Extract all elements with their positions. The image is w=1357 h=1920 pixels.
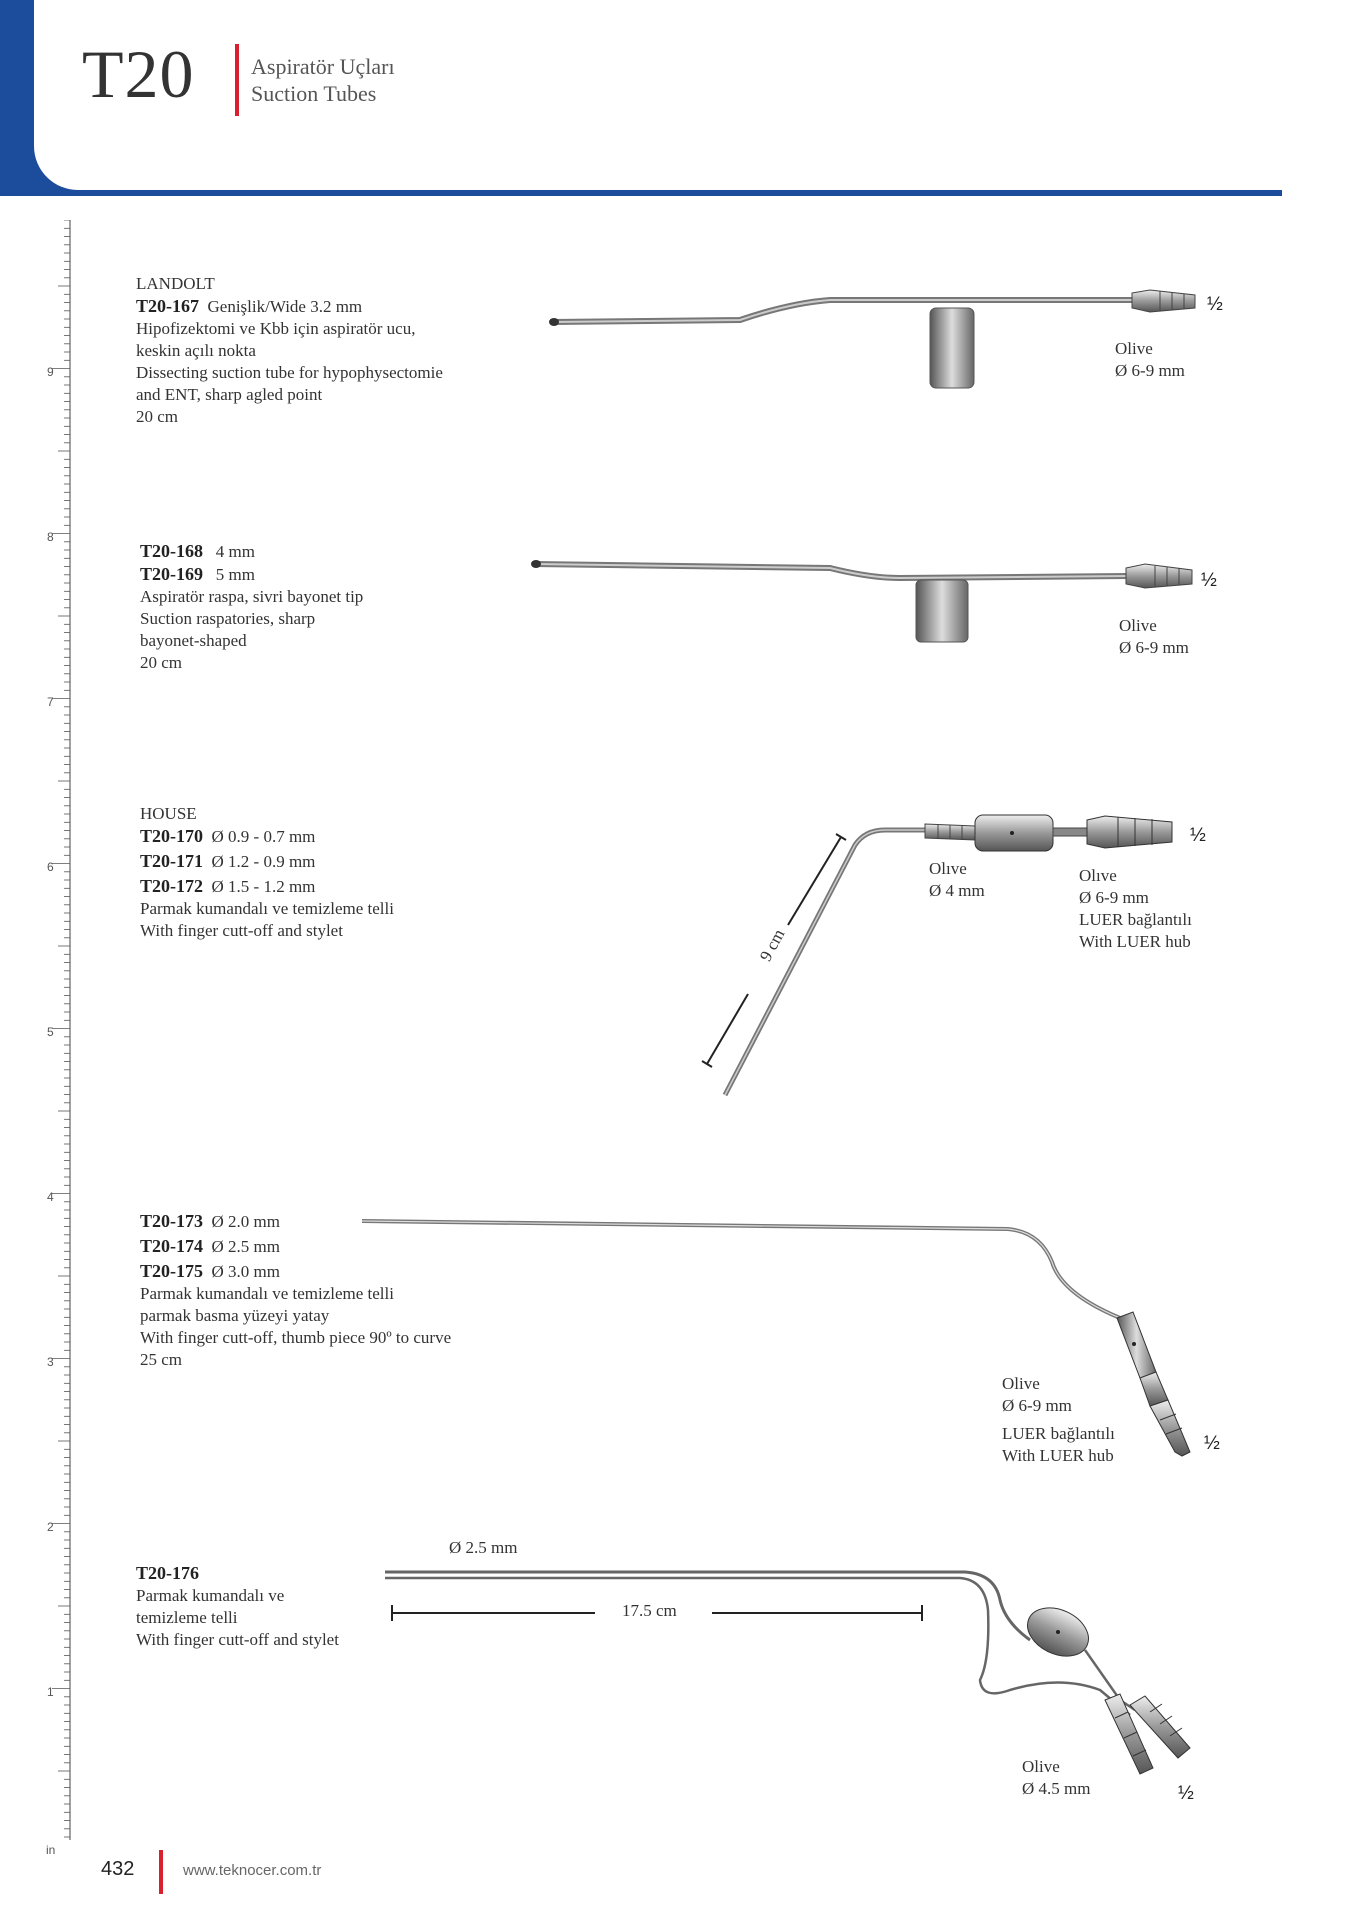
- olive-diameter: Ø 6-9 mm: [1002, 1396, 1072, 1415]
- desc-line: 25 cm: [140, 1350, 183, 1369]
- olive-label: Olıve: [929, 859, 967, 878]
- product-spec: Ø 1.5 - 1.2 mm: [211, 877, 316, 896]
- product-spec: Ø 1.2 - 0.9 mm: [211, 852, 316, 871]
- inch-ruler: [52, 220, 71, 1840]
- olive-diameter: Ø 6-9 mm: [1079, 888, 1149, 907]
- product-spec: Ø 0.9 - 0.7 mm: [211, 827, 316, 846]
- ruler-label: 2: [47, 1520, 54, 1534]
- desc-line: Aspiratör raspa, sivri bayonet tip: [140, 587, 364, 606]
- scale-half: ½: [1201, 570, 1217, 591]
- ruler-label: 7: [47, 695, 54, 709]
- product-code: T20-170: [140, 826, 203, 846]
- footer-divider: [159, 1850, 163, 1894]
- ruler-label: 1: [47, 1685, 54, 1699]
- ruler-label: 9: [47, 365, 54, 379]
- product-spec: Ø 2.5 mm: [211, 1237, 280, 1256]
- product-code: T20-172: [140, 876, 203, 896]
- desc-line: 20 cm: [140, 653, 183, 672]
- desc-line: Parmak kumandalı ve temizleme telli: [140, 899, 394, 918]
- olive-label: Olive: [1022, 1757, 1060, 1776]
- hub-label-tr: LUER bağlantılı: [1079, 910, 1192, 929]
- product-code: T20-167: [136, 296, 199, 316]
- product-spec: Ø 2.0 mm: [211, 1212, 280, 1231]
- product-raspatory-text: T20-168 4 mm T20-169 5 mm Aspiratör rasp…: [140, 540, 363, 674]
- desc-line: Parmak kumandalı ve temizleme telli: [140, 1284, 394, 1303]
- section-code: T20: [82, 36, 195, 112]
- product-code: T20-175: [140, 1261, 203, 1281]
- olive-diameter: Ø 6-9 mm: [1119, 638, 1189, 657]
- olive-label: Olive: [1115, 339, 1153, 358]
- section-title-en: Suction Tubes: [251, 81, 377, 106]
- product-25cm-text: T20-173 Ø 2.0 mm T20-174 Ø 2.5 mm T20-17…: [140, 1210, 451, 1371]
- scale-half: ½: [1204, 1433, 1220, 1454]
- olive-diameter: Ø 6-9 mm: [1115, 361, 1185, 380]
- product-code: T20-174: [140, 1236, 203, 1256]
- series-name: LANDOLT: [136, 274, 215, 293]
- product-code: T20-171: [140, 851, 203, 871]
- website-link[interactable]: www.teknocer.com.tr: [183, 1862, 322, 1879]
- ruler-label: 5: [47, 1025, 54, 1039]
- scale-half: ½: [1190, 825, 1206, 846]
- length-dimension: 17.5 cm: [622, 1601, 677, 1620]
- section-title-tr: Aspiratör Uçları: [251, 54, 395, 79]
- desc-line: With finger cutt-off, thumb piece 90º to…: [140, 1328, 452, 1347]
- product-spec: Ø 3.0 mm: [211, 1262, 280, 1281]
- series-name: HOUSE: [140, 804, 197, 823]
- product-code: T20-168: [140, 541, 203, 561]
- product-spec: 4 mm: [215, 542, 255, 561]
- desc-line: Suction raspatories, sharp: [140, 609, 316, 628]
- product-spec: 5 mm: [215, 565, 255, 584]
- olive-diameter: Ø 4.5 mm: [1022, 1779, 1091, 1798]
- desc-line: Dissecting suction tube for hypophysecto…: [136, 363, 443, 382]
- ruler-label: 4: [47, 1190, 54, 1204]
- desc-line: Hipofizektomi ve Kbb için aspiratör ucu,: [136, 319, 416, 338]
- ruler-unit: in: [46, 1843, 56, 1857]
- desc-line: With finger cutt-off and stylet: [140, 921, 343, 940]
- product-spec: Genişlik/Wide 3.2 mm: [207, 297, 363, 316]
- hub-label-en: With LUER hub: [1002, 1446, 1114, 1465]
- header-panel: [34, 0, 1282, 190]
- olive-label: Olive: [1002, 1374, 1040, 1393]
- olive-label: Olive: [1119, 616, 1157, 635]
- desc-line: parmak basma yüzeyi yatay: [140, 1306, 330, 1325]
- hub-label-en: With LUER hub: [1079, 932, 1191, 951]
- olive-diameter: Ø 4 mm: [929, 881, 985, 900]
- hub-label-tr: LUER bağlantılı: [1002, 1424, 1115, 1443]
- scale-half: ½: [1178, 1783, 1194, 1804]
- ruler-label: 8: [47, 530, 54, 544]
- product-landolt-text: LANDOLT T20-167 Genişlik/Wide 3.2 mm Hip…: [136, 273, 443, 428]
- desc-line: and ENT, sharp agled point: [136, 385, 323, 404]
- olive-label: Olıve: [1079, 866, 1117, 885]
- product-code: T20-173: [140, 1211, 203, 1231]
- product-t20-176-text: T20-176 Parmak kumandalı ve temizleme te…: [136, 1562, 339, 1651]
- product-code: T20-169: [140, 564, 203, 584]
- length-dimension: 9 cm: [755, 925, 789, 965]
- product-house-text: HOUSE T20-170 Ø 0.9 - 0.7 mm T20-171 Ø 1…: [140, 803, 394, 942]
- desc-line: 20 cm: [136, 407, 179, 426]
- page-number: 432: [101, 1858, 135, 1880]
- desc-line: temizleme telli: [136, 1608, 238, 1627]
- desc-line: Parmak kumandalı ve: [136, 1586, 285, 1605]
- ruler-label: 3: [47, 1355, 54, 1369]
- desc-line: bayonet-shaped: [140, 631, 247, 650]
- scale-half: ½: [1207, 294, 1223, 315]
- header-divider: [235, 44, 239, 116]
- tube-diameter: Ø 2.5 mm: [449, 1538, 518, 1557]
- desc-line: With finger cutt-off and stylet: [136, 1630, 339, 1649]
- desc-line: keskin açılı nokta: [136, 341, 256, 360]
- ruler-label: 6: [47, 860, 54, 874]
- product-code: T20-176: [136, 1563, 199, 1583]
